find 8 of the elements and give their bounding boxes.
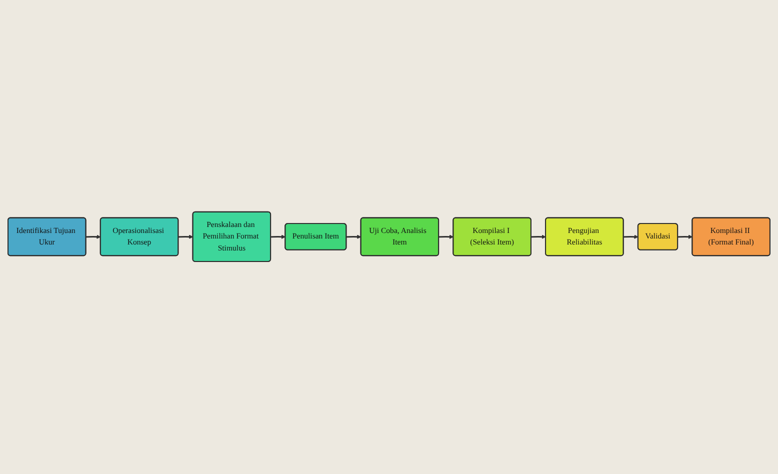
arrow xyxy=(624,234,638,240)
arrow xyxy=(678,234,693,240)
arrow xyxy=(270,234,286,240)
arrow xyxy=(438,234,454,240)
arrow xyxy=(86,234,101,240)
arrow xyxy=(531,234,546,240)
arrow xyxy=(346,234,362,240)
arrow xyxy=(178,234,194,240)
